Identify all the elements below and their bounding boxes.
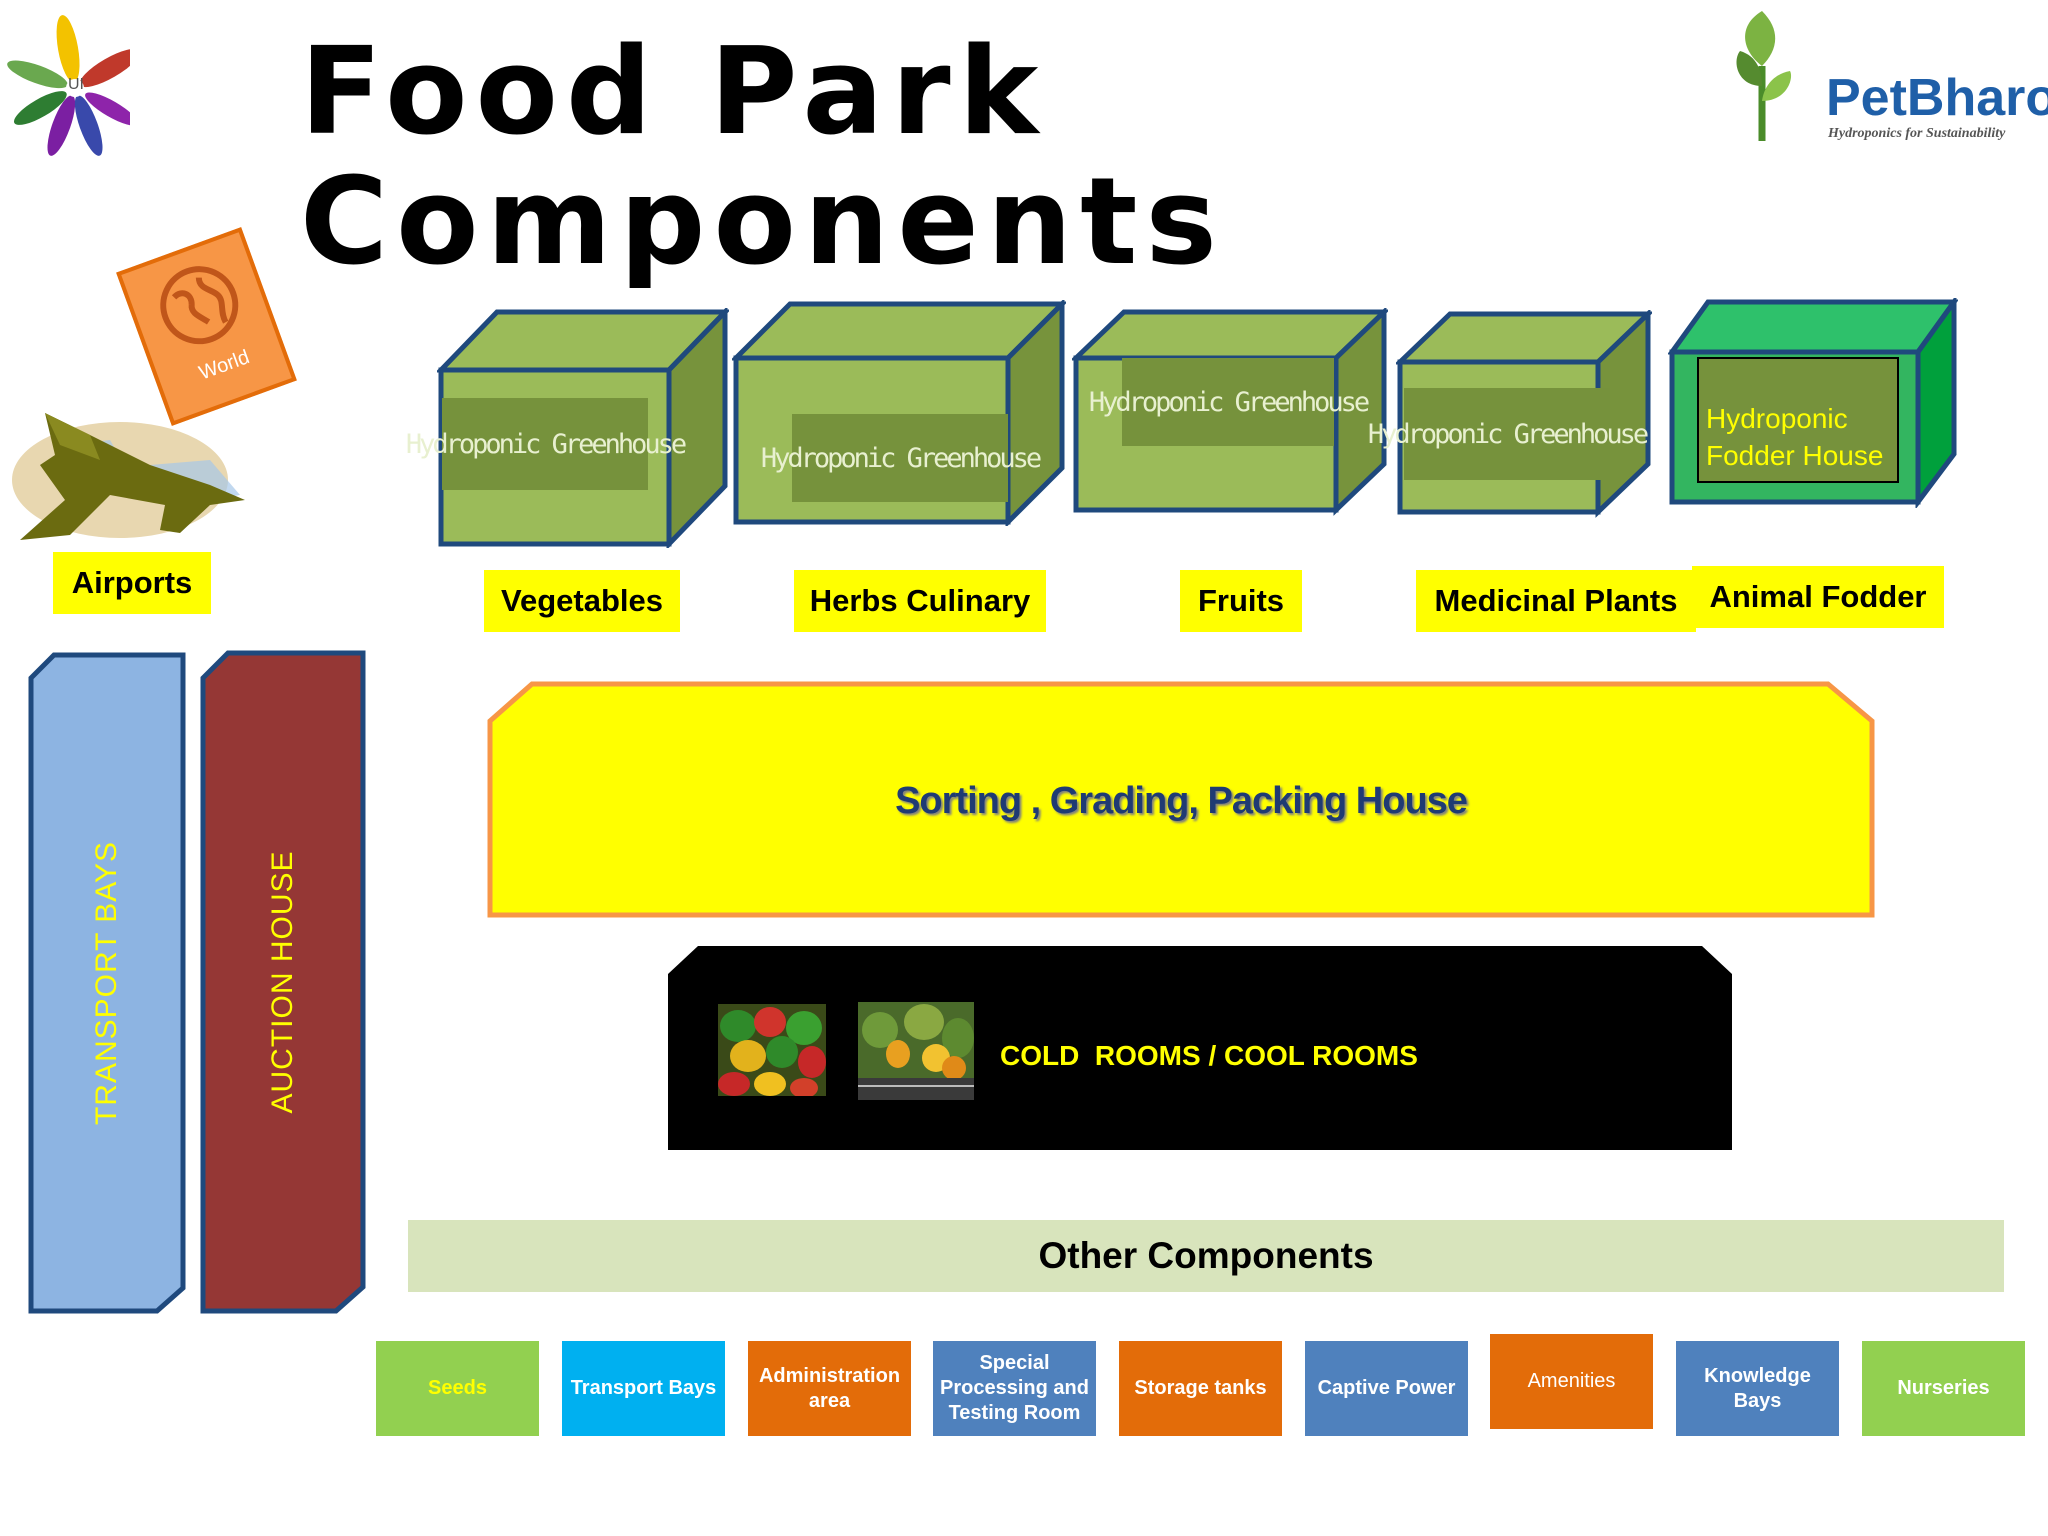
component-seeds: Seeds — [376, 1341, 539, 1436]
component-label: Nurseries — [1897, 1377, 1990, 1399]
cold-rooms-label: COLD ROOMS / COOL ROOMS — [1000, 1040, 1418, 1071]
greenhouse-label-2: Hydroponic Greenhouse — [761, 414, 1042, 502]
component-nurseries: Nurseries — [1862, 1341, 2025, 1436]
greenhouse-label-4: Hydroponic Greenhouse — [1368, 388, 1649, 480]
fodder-house-label: Hydroponic Fodder House — [1706, 403, 1884, 471]
component-transport-bays: Transport Bays — [562, 1341, 725, 1436]
sorting-house-label: Sorting , Grading, Packing House — [895, 780, 1468, 822]
greenhouse-label-1: Hydroponic Greenhouse — [406, 398, 687, 490]
component-storage-tanks: Storage tanks — [1119, 1341, 1282, 1436]
component-label: Special Processing and Testing Room — [940, 1352, 1089, 1424]
airplane-map-icon — [12, 413, 245, 540]
brand-name: PetBharo — [1826, 69, 2048, 127]
component-label: Administration area — [758, 1364, 901, 1412]
component-label: Knowledge Bays — [1704, 1364, 1811, 1412]
fodder-house-box — [1668, 298, 1958, 508]
component-label: Storage tanks — [1134, 1377, 1267, 1399]
category-fruits: Fruits — [1180, 570, 1302, 632]
component-amenities: Amenities — [1490, 1334, 1653, 1429]
world-card: World — [116, 227, 297, 426]
brand-tagline: Hydroponics for Sustainability — [1828, 126, 2006, 141]
airports-label: Airports — [53, 552, 211, 614]
auction-house-wrap: AUCTION HOUSE — [200, 650, 366, 1314]
component-label: Seeds — [428, 1377, 487, 1399]
logo-text: UI — [68, 76, 84, 93]
page-title: Food Park Components — [300, 23, 1225, 292]
greenhouse-label-3: Hydroponic Greenhouse — [1089, 358, 1370, 446]
category-vegetables: Vegetables — [484, 570, 680, 632]
greenhouse-peppers-photo-icon — [858, 1002, 974, 1100]
category-medicinal-plants: Medicinal Plants — [1416, 570, 1696, 632]
transport-bays-block — [28, 652, 186, 1314]
auction-house-label: AUCTION HOUSE — [266, 850, 299, 1114]
component-captive-power: Captive Power — [1305, 1341, 1468, 1436]
category-herbs-culinary: Herbs Culinary — [794, 570, 1046, 632]
leaf-logo-icon — [1736, 11, 1792, 141]
transport-bays-wrap: TRANSPORT BAYS — [28, 652, 186, 1314]
component-special-processing: Special Processing and Testing Room — [933, 1341, 1096, 1436]
globe-icon — [160, 266, 239, 345]
component-label: Captive Power — [1317, 1377, 1456, 1399]
auction-house-block — [200, 650, 366, 1314]
component-label: Transport Bays — [570, 1377, 717, 1399]
sorting-house-block — [487, 681, 1875, 918]
component-knowledge-bays: Knowledge Bays — [1676, 1341, 1839, 1436]
category-animal-fodder: Animal Fodder — [1692, 566, 1944, 628]
component-label: Amenities — [1527, 1370, 1616, 1392]
flower-logo-icon — [7, 15, 130, 156]
peppers-photo-icon — [718, 1004, 826, 1096]
world-card-text: World — [196, 346, 253, 385]
other-components-title: Other Components — [408, 1220, 2004, 1292]
component-administration-area: Administration area — [748, 1341, 911, 1436]
transport-bays-label: TRANSPORT BAYS — [90, 840, 123, 1126]
